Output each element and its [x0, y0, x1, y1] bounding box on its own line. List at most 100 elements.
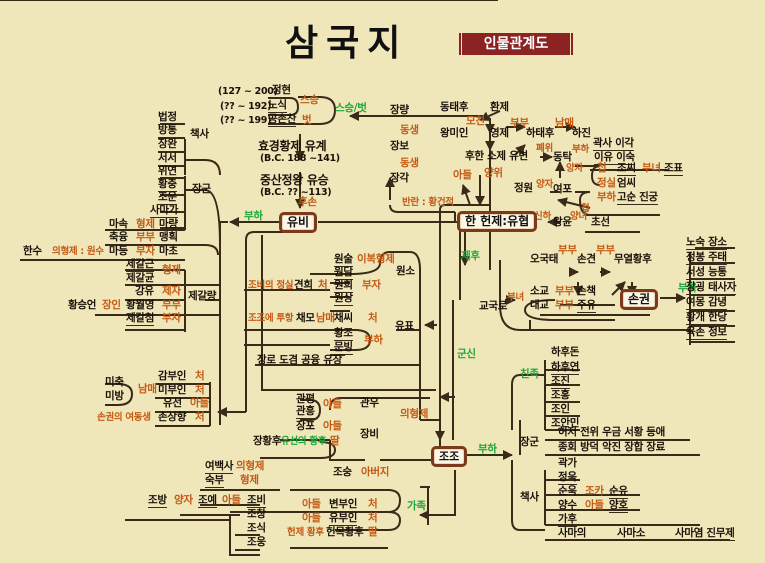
ancestor-name[interactable]: 중산정왕 유승	[260, 173, 329, 187]
person-name[interactable]: 정욱	[558, 471, 577, 485]
person-name[interactable]: 마등	[109, 245, 128, 257]
han-emperor-box[interactable]: 한 헌제:유협	[457, 211, 538, 232]
person-name[interactable]: 손상향	[158, 411, 187, 423]
person-name[interactable]: 교국로	[479, 300, 508, 312]
person-name[interactable]: 황충	[158, 178, 177, 192]
person-name[interactable]: 미방	[105, 390, 124, 402]
person-name[interactable]: 황개 한당	[686, 311, 727, 325]
person-name[interactable]: 유부인	[329, 512, 358, 526]
person-name[interactable]: 양수	[558, 499, 577, 511]
person-name[interactable]: 노숙 장소	[686, 236, 727, 250]
person-name[interactable]: 미축	[105, 376, 124, 388]
person-name[interactable]: 조숭	[333, 466, 352, 478]
person-name[interactable]: 제갈첨	[126, 312, 155, 326]
person-name[interactable]: 하태후	[526, 127, 555, 139]
person-name[interactable]: 엄씨	[617, 177, 636, 189]
person-name[interactable]: 원소	[396, 265, 415, 277]
person-name[interactable]: 순유	[609, 485, 628, 499]
person-name[interactable]: 마초	[159, 245, 178, 257]
person-name[interactable]: 동탁	[553, 151, 572, 163]
person-name[interactable]: 황승언	[68, 299, 97, 311]
person-name[interactable]: 미부인	[158, 384, 187, 396]
person-name[interactable]: 마속	[109, 218, 128, 230]
person-name[interactable]: 견희	[294, 279, 313, 291]
person-name[interactable]: 장비	[360, 428, 379, 440]
person-name[interactable]: 원희	[334, 279, 353, 293]
person-name[interactable]: 순욱	[558, 485, 577, 497]
person-name[interactable]: 사마가	[150, 204, 179, 218]
person-name[interactable]: 주유	[577, 299, 596, 313]
person-name[interactable]: 하후돈	[551, 346, 580, 358]
person-name[interactable]: 관우	[360, 397, 379, 409]
person-name[interactable]: 방통	[158, 124, 177, 138]
person-name[interactable]: 여백사	[205, 460, 234, 474]
person-list[interactable]: 종회 방덕 악진 장합 장료	[558, 441, 666, 455]
caocao-box[interactable]: 조조	[431, 446, 468, 467]
person-name[interactable]: 축융	[109, 231, 128, 243]
person-name[interactable]: 여몽 감녕	[686, 296, 727, 310]
person-name[interactable]: 장완	[158, 138, 177, 152]
person-name[interactable]: 위연	[158, 165, 177, 179]
person-name[interactable]: 관평	[296, 393, 315, 405]
person-name[interactable]: 장포	[296, 420, 315, 432]
person-name[interactable]: 초선	[591, 216, 610, 228]
person-name[interactable]: 하진	[572, 127, 591, 139]
person-name[interactable]: 소교	[530, 285, 549, 297]
person-name[interactable]: 후한 소제 유변	[465, 150, 528, 162]
person-name[interactable]: 손견	[577, 253, 596, 265]
person-name[interactable]: 채씨	[334, 312, 353, 324]
person-name[interactable]: 정원	[514, 182, 533, 194]
person-list[interactable]: 허저 전위 우금 서황 등애	[558, 426, 666, 438]
person-name[interactable]: 곽가	[558, 457, 577, 469]
person-name[interactable]: 곽사 이각	[593, 137, 634, 151]
person-name[interactable]: 감부인	[158, 370, 187, 382]
person-name[interactable]: 장황후	[253, 435, 282, 447]
person-name[interactable]: 조비	[247, 494, 266, 508]
person-name[interactable]: 조웅	[247, 536, 266, 548]
person-name[interactable]: 조안민	[551, 417, 580, 431]
person-name[interactable]: 조예	[198, 494, 217, 508]
person-name[interactable]: 조식	[247, 522, 266, 534]
person-name[interactable]: 왕미인	[440, 127, 469, 139]
person-name[interactable]: 원술	[334, 253, 353, 267]
person-name[interactable]: 손책	[577, 285, 596, 297]
person-name[interactable]: 강유	[135, 285, 154, 297]
person-name[interactable]: 정봉 주태	[686, 251, 727, 265]
person-name[interactable]: 이유 이숙	[594, 151, 635, 165]
person-name[interactable]: 문빙	[334, 341, 353, 355]
sunquan-box[interactable]: 손권	[620, 289, 659, 310]
person-name[interactable]: 고순 진궁	[617, 191, 658, 205]
person-name[interactable]: 조표	[664, 162, 683, 176]
person-name[interactable]: 원상	[334, 292, 353, 306]
person-name[interactable]: 유표	[395, 320, 414, 332]
person-name[interactable]: 관흥	[296, 405, 315, 419]
person-name[interactable]: 장보	[390, 140, 409, 152]
person-name[interactable]: 사마염 진무제	[675, 527, 735, 541]
person-name[interactable]: 가후	[558, 513, 577, 527]
person-name[interactable]: 조씨	[617, 162, 636, 176]
person-name[interactable]: 맹획	[159, 231, 178, 243]
person-name[interactable]: 변부인	[329, 498, 358, 510]
person-name[interactable]: 제갈근	[126, 258, 155, 272]
person-name[interactable]: 영제	[490, 127, 509, 139]
person-name[interactable]: 환제	[490, 101, 509, 113]
teacher-name[interactable]: 정현	[272, 84, 291, 98]
person-name[interactable]: 하후연	[551, 361, 580, 375]
person-name[interactable]: 한수	[23, 245, 42, 257]
person-name[interactable]: 조진	[551, 375, 570, 389]
teacher-name[interactable]: 노식	[268, 99, 287, 113]
person-name[interactable]: 조인	[551, 403, 570, 417]
person-name[interactable]: 동태후	[440, 101, 469, 113]
person-name[interactable]: 여포	[553, 183, 572, 195]
person-name[interactable]: 오국태	[530, 253, 559, 265]
person-name[interactable]: 황조	[334, 327, 353, 341]
person-name[interactable]: 헌목황후	[326, 526, 364, 538]
person-name[interactable]: 마량	[159, 218, 178, 230]
person-name[interactable]: 조운	[158, 191, 177, 205]
person-name[interactable]: 제갈균	[126, 272, 155, 286]
ancestor-name[interactable]: 효경황제 유계	[258, 139, 327, 153]
person-name[interactable]: 사마소	[617, 527, 646, 539]
person-name[interactable]: 제갈량	[188, 290, 217, 302]
liubei-box[interactable]: 유비	[279, 212, 318, 233]
person-name[interactable]: 유선	[163, 397, 182, 409]
